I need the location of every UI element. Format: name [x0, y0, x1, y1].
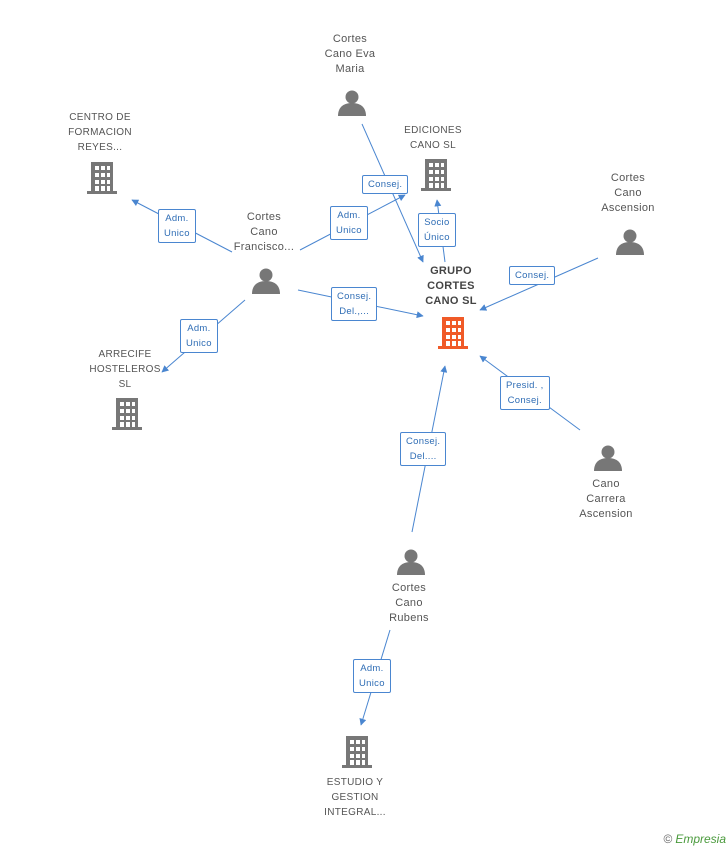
node-label-eva[interactable]: Cortes Cano Eva Maria: [324, 33, 376, 75]
copyright-icon: ©: [663, 832, 673, 846]
person-icon-ascension[interactable]: [616, 229, 644, 256]
building-icon-centro[interactable]: [87, 162, 117, 194]
person-icon-carrera[interactable]: [594, 445, 622, 472]
relation-label[interactable]: Adm. Unico: [353, 659, 391, 693]
relation-label[interactable]: Adm. Unico: [158, 209, 196, 243]
node-label-arrecife[interactable]: ARRECIFE HOSTELEROS SL: [89, 349, 161, 390]
relation-label[interactable]: Socio Único: [418, 213, 456, 247]
building-icon-arrecife[interactable]: [112, 398, 142, 430]
building-icon-main[interactable]: [438, 317, 468, 349]
relation-label[interactable]: Consej. Del....: [400, 432, 447, 466]
person-icon-rubens[interactable]: [397, 549, 425, 576]
building-icon-ediciones[interactable]: [421, 159, 451, 191]
node-label-ediciones[interactable]: EDICIONES CANO SL: [404, 125, 462, 151]
building-icon-estudio[interactable]: [342, 736, 372, 768]
person-icon-eva[interactable]: [338, 90, 366, 117]
person-icon-francisco[interactable]: [252, 268, 280, 295]
relation-label[interactable]: Presid. , Consej.: [500, 376, 550, 410]
footer-brand[interactable]: ©Empresia: [663, 832, 726, 846]
node-label-ascension[interactable]: Cortes Cano Ascension: [601, 172, 655, 214]
relation-label[interactable]: Consej. Del.,...: [331, 287, 378, 321]
node-label-estudio[interactable]: ESTUDIO Y GESTION INTEGRAL...: [324, 777, 386, 818]
node-label-carrera[interactable]: Cano Carrera Ascension: [579, 478, 633, 520]
relation-label[interactable]: Consej.: [362, 175, 409, 194]
node-label-centro[interactable]: CENTRO DE FORMACION REYES...: [68, 112, 132, 153]
relation-label[interactable]: Adm. Unico: [180, 319, 218, 353]
node-label-main[interactable]: GRUPO CORTES CANO SL: [425, 265, 477, 307]
brand-name: Empresia: [675, 832, 726, 846]
node-label-francisco[interactable]: Cortes Cano Francisco...: [233, 211, 295, 253]
relation-label[interactable]: Adm. Unico: [330, 206, 368, 240]
node-label-rubens[interactable]: Cortes Cano Rubens: [389, 582, 429, 624]
relation-label[interactable]: Consej.: [509, 266, 556, 285]
